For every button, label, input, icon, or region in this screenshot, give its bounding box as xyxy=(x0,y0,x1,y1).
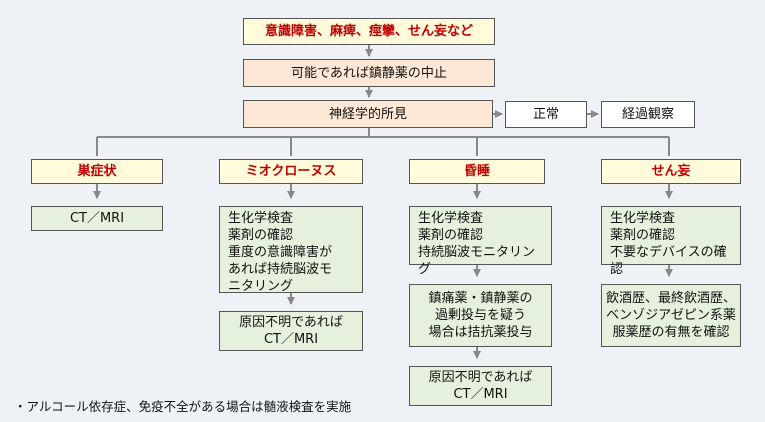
coma-step-2: 鎮痛薬・鎮静薬の 過剰投与を疑う 場合は拮抗薬投与 xyxy=(409,284,552,347)
coma-step-1: 生化学検査 薬剤の確認 持続脳波モニタリング xyxy=(409,206,552,277)
normal-box: 正常 xyxy=(505,101,587,128)
focal-title: 巣症状 xyxy=(31,159,163,184)
neuro-findings-box: 神経学的所見 xyxy=(243,100,493,128)
delirium-title: せん妄 xyxy=(601,159,741,184)
delirium-step-2: 飲酒歴、最終飲酒歴、 ベンゾジアゼピン系薬 服薬歴の有無を確認 xyxy=(601,284,741,347)
coma-step-3: 原因不明であれば CT／MRI xyxy=(409,366,552,406)
footnote: ・アルコール依存症、免疫不全がある場合は髄液検査を実施 xyxy=(14,399,352,414)
top-box: 意識障害、麻痺、痙攣、せん妄など xyxy=(243,18,495,45)
myoclonus-title: ミオクローヌス xyxy=(219,159,363,184)
observe-box: 経過観察 xyxy=(601,101,695,128)
coma-title: 昏睡 xyxy=(409,159,545,184)
focal-step-1: CT／MRI xyxy=(31,206,163,231)
myoclonus-step-1: 生化学検査 薬剤の確認 重度の意識障害が あれば持続脳波モ ニタリング xyxy=(219,206,363,294)
myoclonus-step-2: 原因不明であれば CT／MRI xyxy=(219,311,363,351)
branch-lines xyxy=(96,128,670,156)
stop-sedation-box: 可能であれば鎮静薬の中止 xyxy=(243,59,495,87)
delirium-step-1: 生化学検査 薬剤の確認 不要なデバイスの確認 xyxy=(601,206,741,277)
